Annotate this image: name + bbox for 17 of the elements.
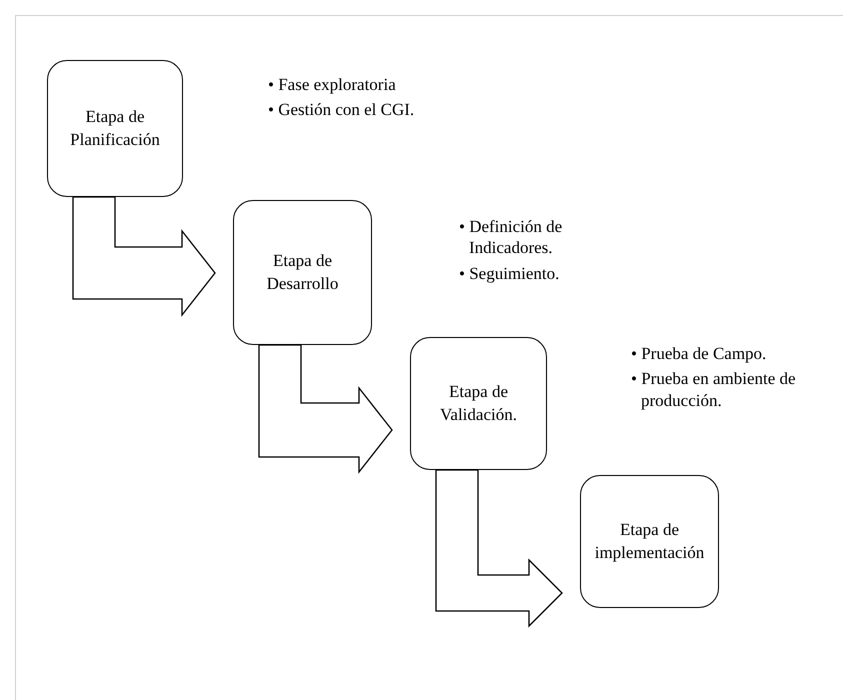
stage-title: Etapa de Validación.: [439, 381, 518, 426]
bullet-item: • Gestión con el CGI.: [268, 99, 416, 120]
stage-title: Etapa de implementación: [594, 519, 706, 564]
bent-block-arrow: [258, 344, 393, 474]
stage-box: [47, 60, 183, 197]
bullet-item: • Prueba de Campo.: [631, 343, 768, 364]
stage-title: Etapa de Desarrollo: [266, 250, 340, 294]
bent-block-arrow: [435, 469, 563, 628]
stage-box: [233, 200, 372, 345]
bullet-item: • Fase exploratoria: [268, 74, 397, 96]
stage-title: Etapa de Planificación: [69, 106, 161, 150]
stage-box: [410, 337, 547, 470]
stage-box: [580, 475, 719, 608]
bullet-item: • Definición de Indicadores.: [459, 216, 564, 258]
bent-block-arrow: [72, 196, 216, 317]
bullet-item: • Seguimiento.: [459, 262, 560, 284]
bullet-item: • Prueba en ambiente de producción.: [631, 368, 797, 411]
